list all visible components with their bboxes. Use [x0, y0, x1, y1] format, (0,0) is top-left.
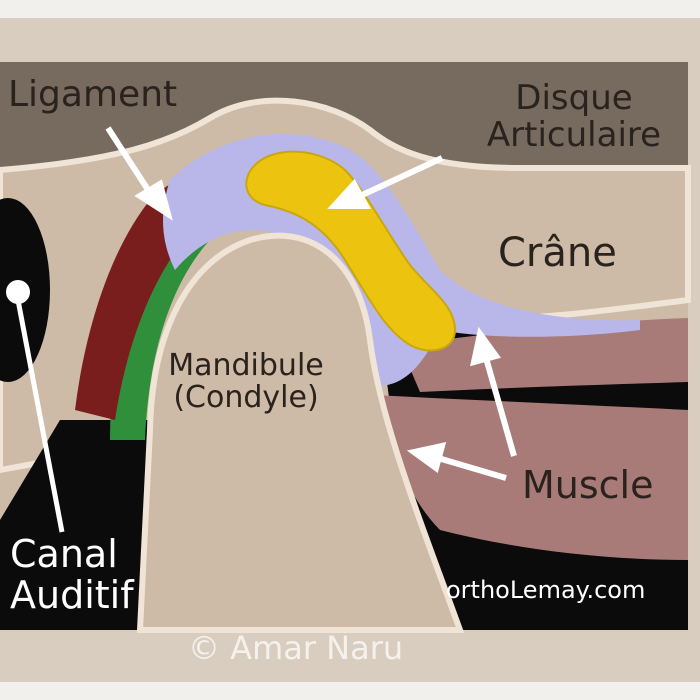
muscle-arrow-lower	[406, 442, 507, 481]
disque-label-text: Disque Articulaire	[486, 78, 662, 155]
articular-disc	[245, 150, 457, 352]
mandible-condyle	[136, 232, 465, 633]
muscle-lower-band	[375, 395, 688, 560]
mandibule-line1: Mandibule	[168, 348, 324, 383]
canal-auditif-label: Canal Auditif	[10, 532, 134, 618]
ligament-arrow	[105, 126, 173, 221]
ligament-label: Ligament	[8, 74, 178, 115]
ligament-red	[75, 171, 245, 420]
muscle-arrow-upper	[470, 326, 517, 457]
mandibule-line2: (Condyle)	[173, 379, 319, 415]
website-label: orthoLemay.com	[446, 576, 646, 604]
canal-pointer	[6, 280, 65, 533]
mandibule-label: Mandibule (Condyle)	[146, 350, 346, 413]
muscle-upper-band	[400, 318, 688, 392]
copyright-label: © Amar Naru	[188, 629, 404, 667]
disque-label: Disque Articulaire	[468, 80, 680, 153]
crane-label: Crâne	[498, 230, 617, 276]
upper-dark-space	[0, 62, 688, 170]
canal-line2: Auditif	[10, 573, 134, 618]
lower-black-region	[0, 420, 170, 630]
disque-arrow	[327, 155, 444, 209]
canal-line1: Canal	[10, 532, 118, 576]
muscle-label: Muscle	[522, 463, 654, 507]
